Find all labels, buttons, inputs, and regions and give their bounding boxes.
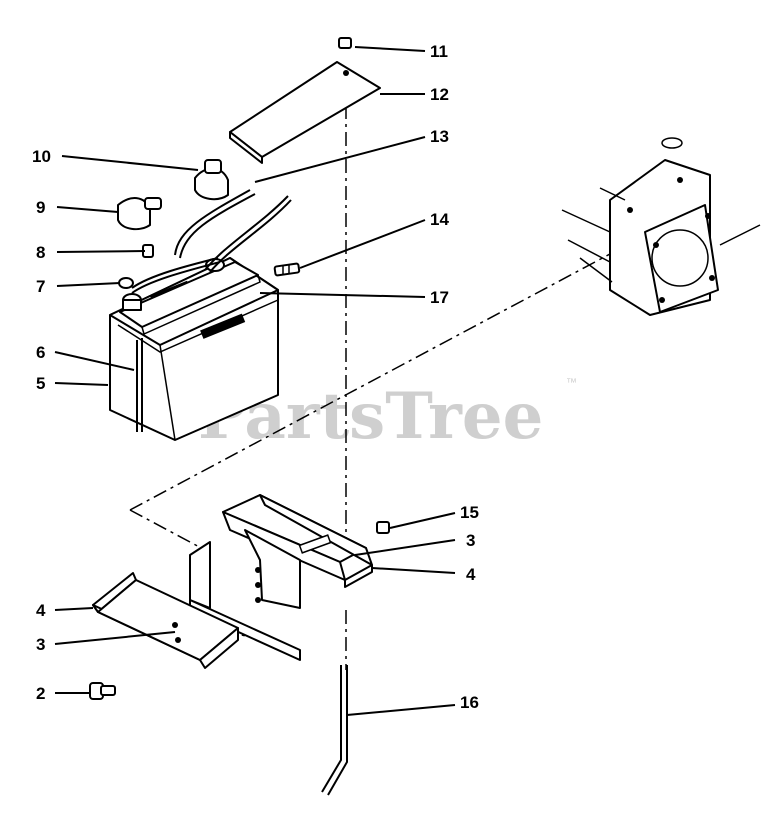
tractor-frame (561, 137, 761, 316)
callout-labels: 11 12 13 10 9 14 8 7 17 6 5 15 3 4 4 3 2… (32, 42, 479, 712)
cable-part-13 (174, 189, 292, 273)
bolt-part-14 (273, 262, 301, 277)
callout-8: 8 (36, 243, 45, 262)
terminal-boot-part-10 (194, 159, 229, 201)
callout-3-upper: 3 (466, 531, 475, 550)
callout-4-upper: 4 (466, 565, 476, 584)
callout-17: 17 (430, 288, 449, 307)
j-bolt-part-16 (321, 665, 348, 796)
mounting-bracket (189, 529, 301, 661)
watermark-trademark: ™ (566, 377, 577, 389)
callout-12: 12 (430, 85, 449, 104)
callout-3-lower: 3 (36, 635, 45, 654)
callout-5: 5 (36, 374, 45, 393)
callout-6: 6 (36, 343, 45, 362)
callout-4-lower: 4 (36, 601, 46, 620)
callout-14: 14 (430, 210, 449, 229)
callout-15: 15 (460, 503, 479, 522)
callout-16: 16 (460, 693, 479, 712)
rod-part-6 (136, 338, 143, 432)
nut-part-11 (338, 37, 352, 49)
callout-11: 11 (430, 42, 448, 61)
callout-2: 2 (36, 684, 45, 703)
center-lines (129, 78, 656, 670)
callout-13: 13 (430, 127, 449, 146)
battery-cap-part-17 (119, 261, 261, 336)
battery-tray-left (92, 572, 239, 669)
terminal-boot-part-9 (117, 197, 162, 231)
callout-10: 10 (32, 147, 51, 166)
nut-part-15 (376, 521, 390, 534)
leader-lines (54, 46, 456, 716)
callout-9: 9 (36, 198, 45, 217)
callout-7: 7 (36, 277, 45, 296)
battery-tray-right (222, 494, 373, 588)
hold-down-bar-part-12 (229, 61, 381, 164)
screw-part-2 (89, 682, 116, 700)
